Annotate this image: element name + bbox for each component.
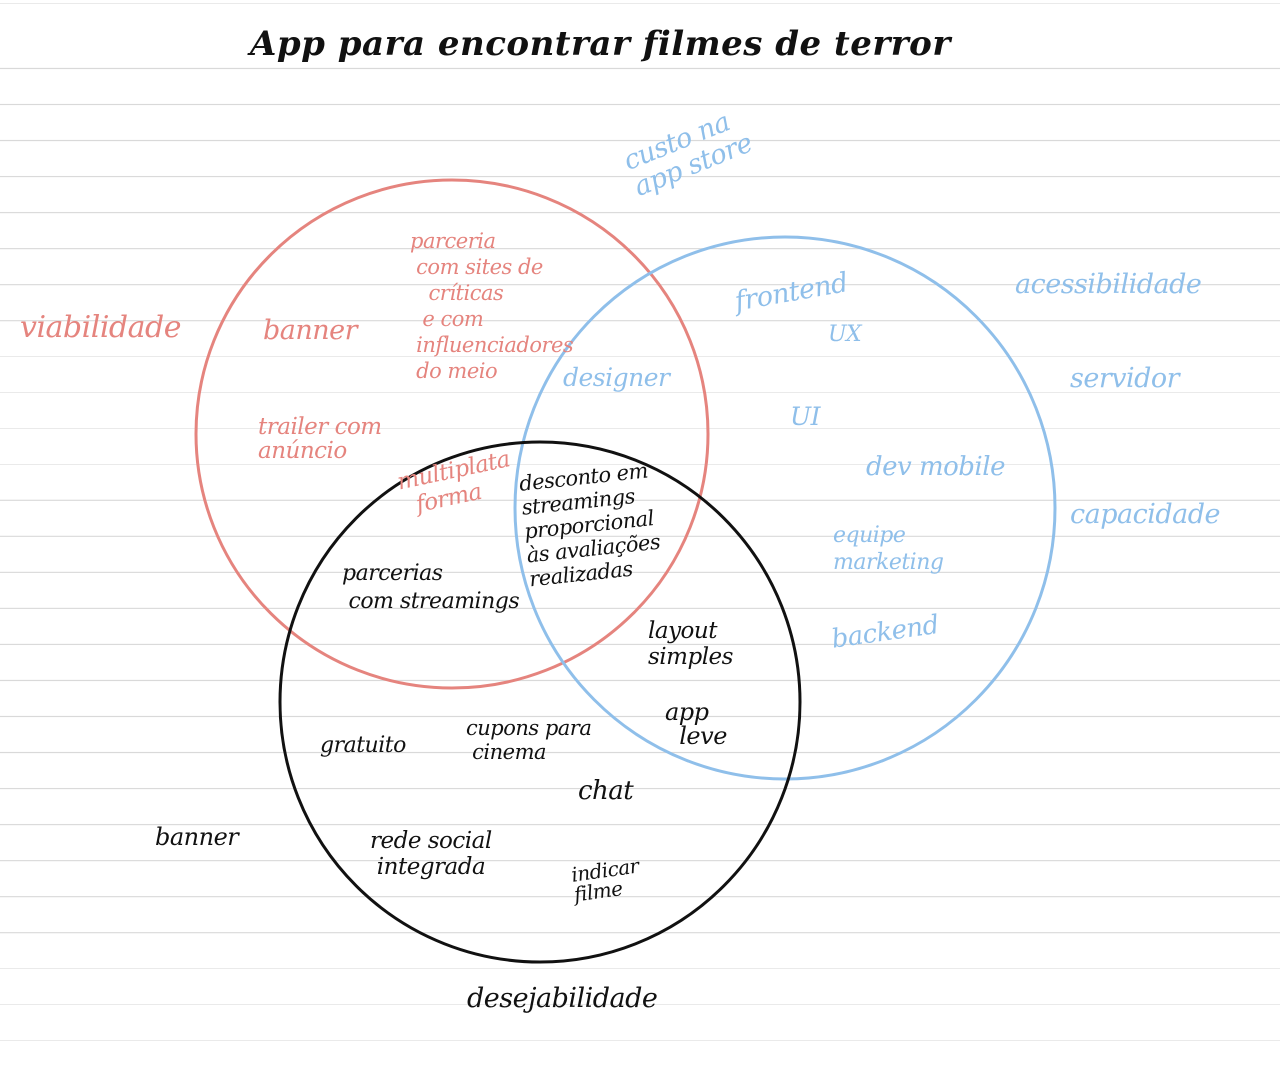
cupons-cinema-note: cupons para cinema (466, 716, 592, 764)
praticabilidade-circle (513, 235, 1057, 781)
trailer-note: trailer com anúncio (258, 414, 382, 464)
capacidade-label: capacidade (1070, 499, 1221, 530)
rede-social-note: rede social integrada (370, 828, 492, 880)
desejabilidade-label: desejabilidade (467, 983, 658, 1014)
ui-note: UI (790, 402, 820, 431)
dev-mobile-note: dev mobile (866, 452, 1005, 482)
app-leve-note: app leve (665, 698, 727, 750)
equipe-marketing-note: equipe marketing (833, 523, 944, 575)
gratuito-note: gratuito (320, 733, 406, 758)
page-title: App para encontrar filmes de terror (250, 24, 951, 64)
viabilidade-label: viabilidade (20, 310, 181, 345)
servidor-label: servidor (1070, 363, 1180, 394)
chat-note: chat (578, 776, 634, 806)
viabilidade-circle (194, 178, 710, 690)
banner-note: banner (263, 315, 358, 346)
parcerias-streamings-note: parcerias com streamings (342, 561, 520, 614)
desconto-streamings-note: desconto em streamings proporcional às a… (518, 458, 662, 592)
ux-note: UX (828, 322, 862, 347)
banner-outside-note: banner (155, 823, 239, 851)
desejabilidade-circle (278, 440, 802, 964)
designer-note: designer (563, 363, 670, 392)
parcerias-criticas-note: parceria com sites de críticas e com inf… (410, 229, 574, 383)
layout-simples-note: layout simples (648, 618, 733, 670)
acessibilidade-label: acessibilidade (1015, 269, 1202, 300)
